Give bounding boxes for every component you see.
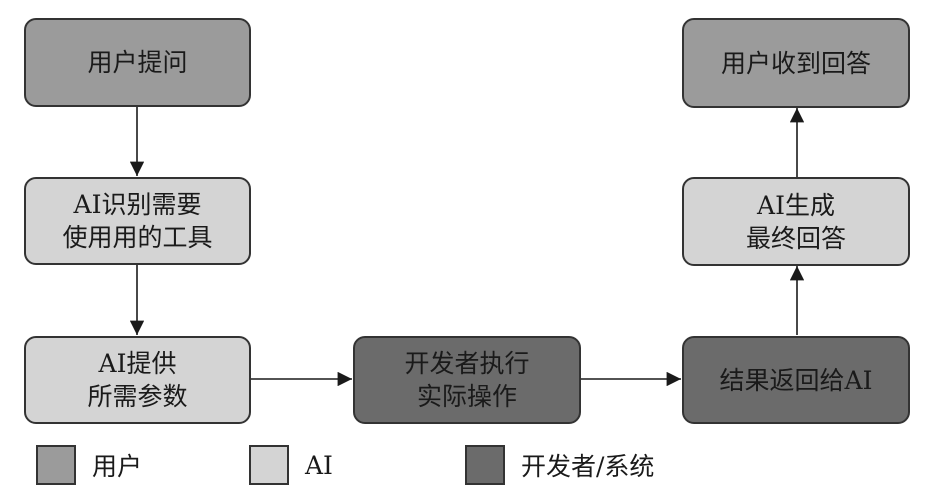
legend-swatch-user [36, 445, 76, 485]
node-ai-generate: AI生成 最终回答 [682, 177, 910, 266]
legend-swatch-ai [249, 445, 289, 485]
node-dev-execute: 开发者执行 实际操作 [353, 336, 581, 424]
node-ai-identify: AI识别需要 使用用的工具 [24, 177, 251, 265]
legend-item-user: 用户 [36, 443, 142, 487]
legend-item-ai: AI [249, 443, 333, 487]
node-ai-params: AI提供 所需参数 [24, 336, 251, 424]
node-user-ask: 用户提问 [24, 18, 251, 107]
legend-label-ai: AI [305, 450, 333, 480]
node-result-return: 结果返回给AI [682, 336, 910, 424]
node-user-receive: 用户收到回答 [682, 18, 910, 108]
legend-item-system: 开发者/系统 [465, 443, 654, 487]
legend-swatch-system [465, 445, 505, 485]
legend-label-user: 用户 [92, 452, 143, 481]
legend-label-system: 开发者/系统 [521, 452, 655, 481]
